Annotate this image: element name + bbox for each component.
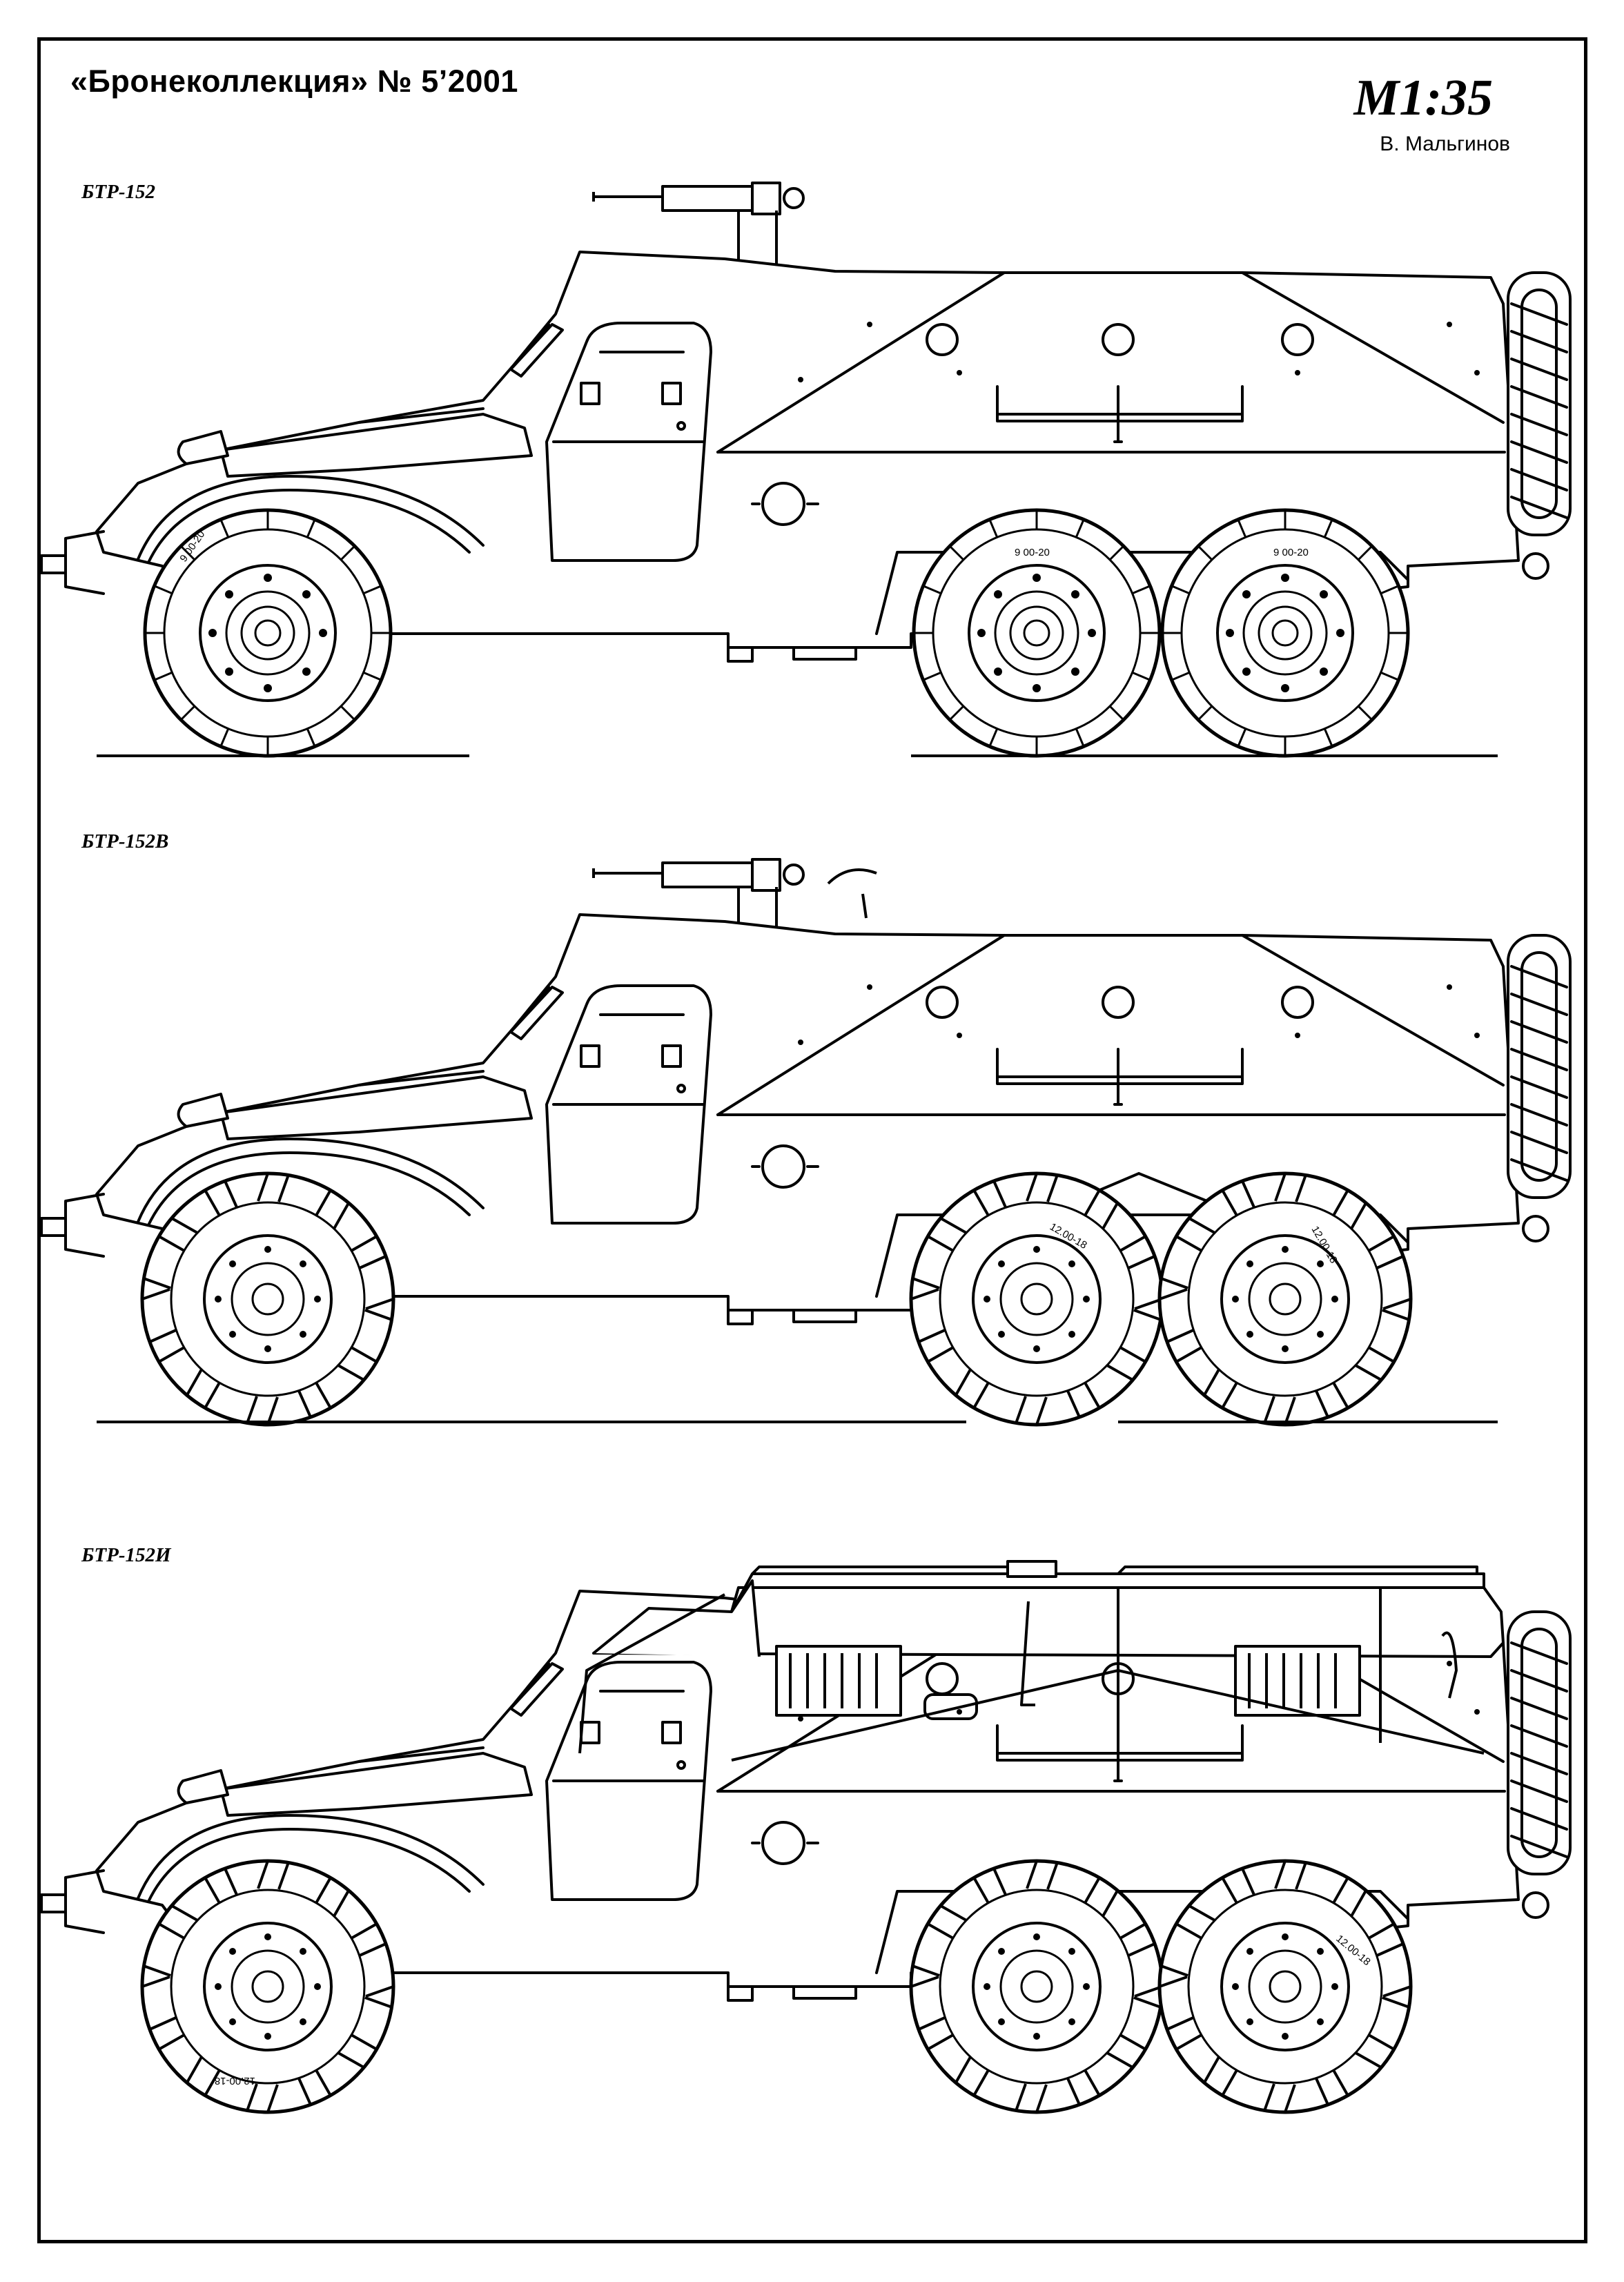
vehicle-drawing-btr152v [40, 858, 1572, 1425]
vehicle-drawing-btr152 [40, 182, 1572, 756]
wheel-middle-btr152i [911, 1861, 1162, 2112]
vehicle-drawing-btr152i [40, 1560, 1572, 2112]
antenna-mount [827, 868, 877, 919]
wheel-front-btr152i [142, 1861, 393, 2112]
vehicle-label-btr152: БТР-152 [81, 181, 156, 203]
tire-marking: 9 00-20 [1015, 547, 1050, 558]
wheel-rear-btr152i [1160, 1861, 1411, 2112]
wheel-front-btr152v [142, 1173, 393, 1425]
wheel-rear-btr152v [1160, 1173, 1411, 1425]
wheel-middle-btr152v [911, 1173, 1162, 1425]
tire-marking: 9 00-20 [1273, 547, 1309, 558]
wheel-front-btr152 [145, 510, 391, 756]
enclosed-roof [578, 1560, 1505, 1762]
vehicle-label-btr152v: БТР-152В [81, 830, 169, 852]
scale-label: M1:35 [1353, 70, 1493, 126]
publication-title: «Бронеколлекция» № 5’2001 [70, 64, 518, 99]
tire-marking: 12.00-18 [215, 2075, 255, 2087]
page-border [37, 37, 1587, 2243]
author-name: В. Мальгинов [1380, 133, 1510, 155]
vehicle-label-btr152i: БТР-152И [81, 1544, 171, 1566]
